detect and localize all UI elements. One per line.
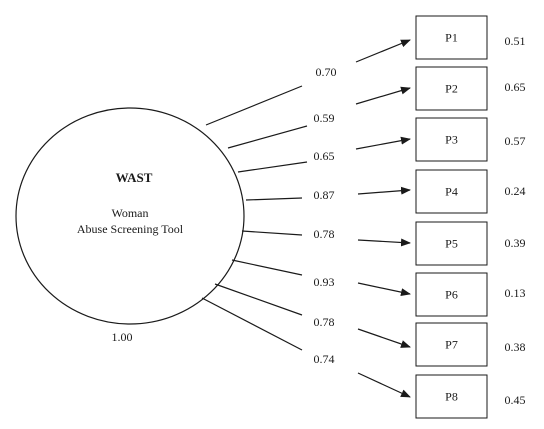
loading-line-p2 [227, 125, 308, 149]
loading-value-p5: 0.78 [314, 227, 335, 241]
latent-factor-circle [15, 107, 245, 325]
factor-variance: 1.00 [112, 330, 133, 344]
loading-value-p3: 0.65 [314, 149, 335, 163]
item-box-p4 [415, 169, 488, 214]
loading-line-p4 [245, 197, 303, 201]
factor-title: WAST [116, 170, 153, 185]
error-value-p6: 0.13 [505, 286, 526, 300]
loading-line-p5 [241, 230, 303, 236]
item-box-p2 [415, 66, 488, 111]
loading-line-p7 [214, 283, 303, 316]
item-label-p4: P4 [445, 185, 458, 199]
item-label-p6: P6 [445, 288, 458, 302]
item-label-p8: P8 [445, 390, 458, 404]
loading-value-p2: 0.59 [314, 111, 335, 125]
item-box-p7 [415, 322, 488, 367]
item-label-p1: P1 [445, 31, 458, 45]
item-box-p1 [415, 15, 488, 60]
loading-value-p4: 0.87 [314, 188, 335, 202]
arrow-p5 [357, 238, 411, 247]
arrow-p8 [357, 372, 411, 398]
loading-value-p7: 0.78 [314, 315, 335, 329]
error-value-p5: 0.39 [505, 236, 526, 250]
error-value-p8: 0.45 [505, 393, 526, 407]
item-label-p5: P5 [445, 237, 458, 251]
arrow-p3 [355, 136, 411, 150]
loading-value-p1: 0.70 [316, 65, 337, 79]
loading-value-p8: 0.74 [314, 352, 335, 366]
loading-line-p8 [201, 297, 303, 351]
factor-subtitle-line2: Abuse Screening Tool [77, 222, 184, 236]
loading-line-p1 [205, 85, 303, 126]
error-value-p3: 0.57 [505, 134, 526, 148]
loading-line-p6 [231, 259, 303, 276]
item-box-p5 [415, 221, 488, 266]
loading-value-p6: 0.93 [314, 275, 335, 289]
item-box-p6 [415, 272, 488, 317]
factor-subtitle-line1: Woman [111, 206, 148, 220]
item-label-p2: P2 [445, 82, 458, 96]
arrow-p1 [355, 39, 411, 63]
item-label-p7: P7 [445, 338, 458, 352]
loading-line-p3 [237, 161, 308, 173]
item-box-p8 [415, 374, 488, 419]
arrow-p2 [355, 86, 411, 105]
arrow-p6 [357, 282, 411, 297]
item-label-p3: P3 [445, 133, 458, 147]
error-value-p4: 0.24 [505, 184, 526, 198]
arrow-p7 [357, 328, 411, 348]
error-value-p1: 0.51 [505, 34, 526, 48]
error-value-p2: 0.65 [505, 80, 526, 94]
item-box-p3 [415, 117, 488, 162]
arrow-p4 [357, 186, 411, 195]
error-value-p7: 0.38 [505, 340, 526, 354]
